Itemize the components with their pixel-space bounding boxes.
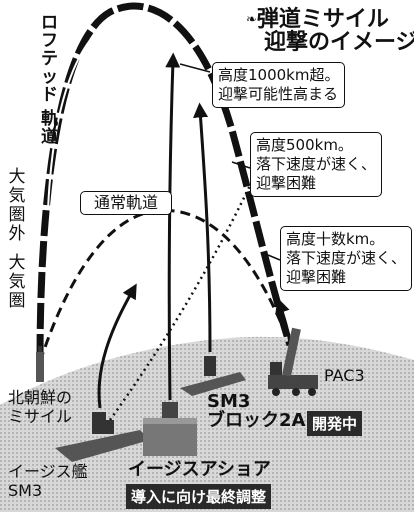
atmo-char: 圏 [8,205,26,225]
label-line: SM3 [8,481,43,500]
label-line: ミサイル [8,407,73,426]
nk-missile-label: 北朝鮮の ミサイル [8,388,72,426]
callout-line: 高度十数km。 [286,230,385,248]
callout-low-altitude: 高度十数km。 落下速度が速く、 迎撃困難 [280,226,413,291]
aegis-ashore-label: イージスアショア [128,459,271,480]
callout-mid-altitude: 高度500km。 落下速度が速く、 迎撃困難 [250,132,383,197]
lofted-trajectory-label: ロ フ テ ッ ド 軌 道 [36,14,63,146]
lofted-char: ッ [41,67,58,87]
callout-line: 迎撃困難 [286,268,347,286]
lofted-char: ロ [41,13,58,33]
sm3-block-label: SM3 ブロック2A [207,392,305,430]
sm3-status-tag: 開発中 [307,411,363,436]
lofted-char: フ [41,31,58,51]
callout-high-altitude: 高度1000km超。 迎撃可能性高まる [212,62,346,108]
title-icon: ❧ [246,12,257,28]
aegis-ship-label: イージス艦 SM3 [8,462,88,500]
normal-trajectory-label: 通常軌道 [80,191,172,215]
atmo-char: 圏 [8,291,26,311]
page-title: ❧弾道ミサイル [246,8,389,32]
atmo-char: 大 [8,167,26,187]
callout-line: 高度1000km超。 [218,66,340,84]
inside-atmosphere-label: 大 気 圏 [8,254,26,311]
lofted-char: 軌 [41,109,58,129]
label-line: ブロック2A [207,410,306,431]
atmo-char: 外 [8,224,26,244]
nk-missile-icon [36,346,44,382]
sm3-ship-icon [180,356,246,396]
label-line: イージス艦 [8,462,88,481]
lofted-char: ド [41,85,58,105]
aegis-ashore-icon [143,402,197,456]
callout-line: 落下速度が速く、 [256,155,377,173]
callout-line: 落下速度が速く、 [286,249,407,267]
aegis-ashore-status-tag: 導入に向け最終調整 [126,484,272,509]
atmo-char: 気 [8,186,26,206]
atmo-char: 気 [8,272,26,292]
callout-line: 迎撃困難 [256,174,317,192]
callout-line: 高度500km。 [256,136,353,154]
lofted-char: テ [41,49,58,69]
page-subtitle: 迎撃のイメージ [264,30,414,55]
atmo-char: 大 [8,253,26,273]
title-line1: 弾道ミサイル [256,7,389,32]
callout-line: 迎撃可能性高まる [218,85,339,103]
label-line: SM3 [207,391,251,412]
aegis-intercept-path [97,283,137,409]
pac3-truck-icon [268,327,318,396]
sm3-block-path [193,102,212,353]
aegis-ship-icon [55,412,150,462]
label-line: 北朝鮮の [8,388,73,407]
lofted-char: 道 [41,127,58,147]
pac3-label: PAC3 [324,366,365,385]
outside-atmosphere-label: 大 気 圏 外 [8,168,26,244]
